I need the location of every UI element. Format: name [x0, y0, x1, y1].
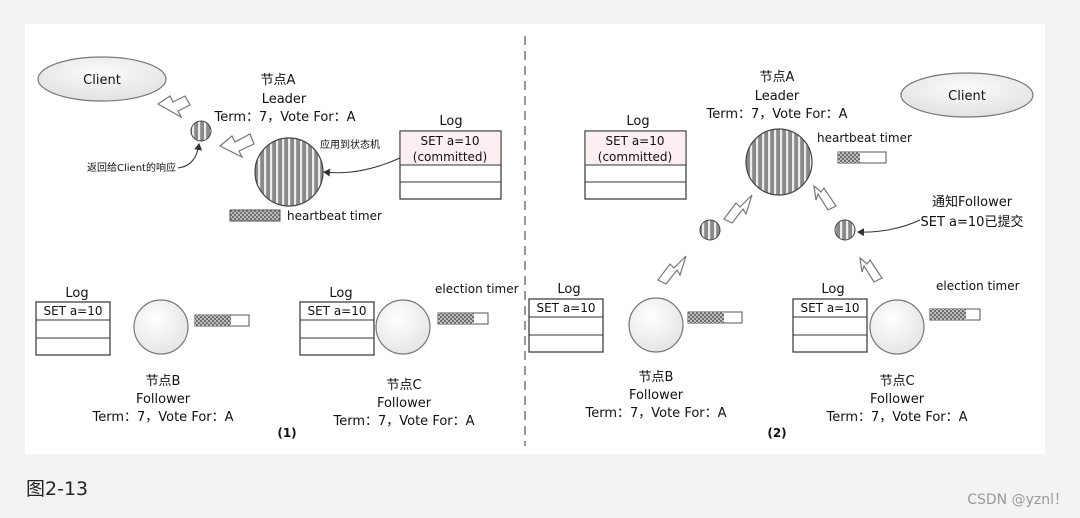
leader-node-a: 节点A Leader Term：7，Vote For：A — [213, 73, 356, 207]
apply-note: 应用到状态机 — [320, 138, 380, 151]
follower-c-log-entry-2: SET a=10 — [800, 301, 859, 315]
follower-b-log-entry: SET a=10 — [43, 304, 102, 318]
leader-log-title: Log — [439, 114, 462, 129]
panel-2-label: (2) — [767, 426, 786, 440]
follower-b-meta-2: Term：7，Vote For：A — [584, 406, 726, 421]
client-node-2: Client — [900, 72, 1034, 118]
leader-log: Log SET a=10 (committed) — [399, 114, 502, 200]
leader-log-2: Log SET a=10 (committed) — [584, 114, 687, 200]
follower-b-role: Follower — [136, 392, 191, 407]
follower-c-log-title-2: Log — [821, 282, 844, 297]
leader-name: 节点A — [261, 73, 296, 88]
heartbeat-timer-bar — [229, 209, 281, 222]
leader-log-entry-2: SET a=10 — [605, 134, 664, 148]
panel-2: Log SET a=10 (committed) 节点A Leader Term… — [528, 70, 1034, 440]
leader-role: Leader — [262, 92, 307, 107]
leader-name-2: 节点A — [760, 70, 795, 85]
panel-1-label: (1) — [277, 426, 296, 440]
leader-meta-2: Term：7，Vote For：A — [705, 107, 847, 122]
follower-c-role: Follower — [377, 396, 432, 411]
client-label-2: Client — [948, 89, 986, 104]
follower-node-c: Log SET a=10 election timer 节点C Follower… — [299, 282, 519, 429]
append-arrow-left — [723, 194, 753, 224]
append-arrow-right — [813, 184, 837, 211]
apply-arrow — [323, 157, 401, 177]
leader-node-a-2: 节点A Leader Term：7，Vote For：A — [705, 70, 848, 196]
response-note: 返回给Client的响应 — [87, 161, 176, 174]
diagram-panel — [25, 24, 1045, 454]
follower-b-meta: Term：7，Vote For：A — [91, 410, 233, 425]
commit-message-b — [699, 219, 721, 241]
follower-node-b-2: Log SET a=10 节点B Follower Term：7，Vote Fo… — [528, 282, 743, 421]
watermark: CSDN @yznl！ — [967, 492, 1068, 508]
leader-role-2: Leader — [755, 89, 800, 104]
follower-b-role-2: Follower — [629, 388, 684, 403]
leader-log-entry: SET a=10 — [420, 134, 479, 148]
panel-1: Client 节点A Leader Term：7，Vote For：A 返回给C… — [35, 56, 519, 440]
follower-b-log-entry-2: SET a=10 — [536, 301, 595, 315]
follower-b-log-title-2: Log — [557, 282, 580, 297]
follower-b-name: 节点B — [146, 374, 181, 389]
commit-message-c — [834, 219, 856, 241]
figure-caption: 图2-13 — [26, 478, 89, 500]
heartbeat-label: heartbeat timer — [287, 209, 382, 223]
follower-c-name: 节点C — [386, 378, 421, 393]
follower-b-log-title: Log — [65, 286, 88, 301]
client-label: Client — [83, 73, 121, 88]
heartbeat-label-2: heartbeat timer — [817, 131, 912, 145]
follower-c-log-title: Log — [329, 286, 352, 301]
follower-c-meta: Term：7，Vote For：A — [332, 414, 474, 429]
client-node: Client — [37, 56, 167, 102]
response-note-arrow — [177, 143, 203, 169]
notify-line-2: SET a=10已提交 — [921, 214, 1024, 230]
follower-c-election-label: election timer — [435, 282, 519, 296]
leader-log-status-2: (committed) — [598, 150, 672, 164]
follower-c-election-label-2: election timer — [936, 279, 1020, 293]
response-message — [190, 120, 212, 142]
follower-c-name-2: 节点C — [879, 374, 914, 389]
follower-b-name-2: 节点B — [639, 370, 674, 385]
leader-meta: Term：7，Vote For：A — [213, 110, 355, 125]
notify-line-1: 通知Follower — [932, 194, 1013, 210]
follower-node-b: Log SET a=10 节点B Follower Term：7，Vote Fo… — [35, 286, 250, 425]
notify-arrow — [857, 219, 921, 237]
leader-log-title-2: Log — [626, 114, 649, 129]
follower-node-c-2: Log SET a=10 election timer 节点C Follower… — [792, 279, 1020, 425]
response-arrow-2 — [218, 133, 255, 159]
follower-c-log-entry: SET a=10 — [307, 304, 366, 318]
follower-c-role-2: Follower — [870, 392, 925, 407]
response-arrow — [156, 95, 191, 119]
commit-arrow-right — [859, 256, 883, 283]
commit-arrow-left — [657, 255, 687, 285]
leader-log-status: (committed) — [413, 150, 487, 164]
follower-c-meta-2: Term：7，Vote For：A — [825, 410, 967, 425]
